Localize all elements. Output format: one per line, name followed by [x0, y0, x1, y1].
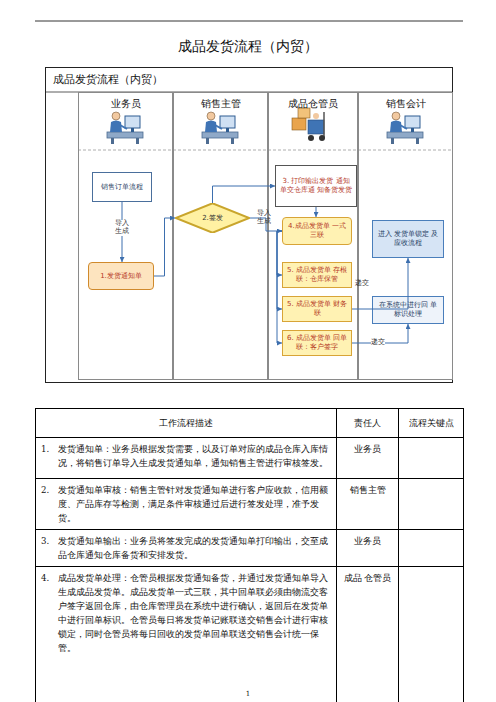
node-text: 6. 成品发货单 回单联：客户签字 [286, 334, 348, 352]
connector-label: 递交 [355, 280, 369, 288]
process-box: 进入 发货单锁定 及应收流程 [372, 220, 444, 258]
process-box: 5. 成品发货单 存根联：仓库保管 [282, 262, 352, 288]
lane-title: 销售主管 [174, 98, 267, 111]
node-text: 进入 发货单锁定 及应收流程 [376, 230, 440, 248]
table-row: 3.发货通知单输出：业务员将签发完成的发货通知单打印输出，交至成品仓库通知仓库备… [36, 530, 464, 567]
node-text: 5. 成品发货单 财务联 [286, 300, 348, 318]
page-number: 1 [0, 690, 496, 698]
step-description: 发货通知单：业务员根据发货需要，以及订单对应的成品仓库入库情况，将销售订单导入生… [58, 442, 331, 470]
node-text: 在系统中进行回 单标识处理 [376, 301, 440, 319]
responsible-cell: 销售主管 [337, 479, 399, 530]
swimlane: 销售会计进入 发货单锁定 及应收流程在系统中进行回 单标识处理 [358, 92, 453, 380]
table-row: 1.发货通知单：业务员根据发货需要，以及订单对应的成品仓库入库情况，将销售订单导… [36, 438, 464, 479]
step-number: 1. [41, 442, 58, 470]
table-row: 2.发货通知单审核：销售主管针对发货通知单进行客户应收款，信用额度、产品库存等检… [36, 479, 464, 530]
step-number: 2. [41, 483, 58, 525]
numbered-item: 1.发货通知单：业务员根据发货需要，以及订单对应的成品仓库入库情况，将销售订单导… [41, 442, 331, 470]
process-box: 5. 成品发货单 财务联 [282, 296, 352, 322]
connector-label: 导入 生成 [114, 220, 130, 236]
step-description: 成品发货单处理：仓管员根据发货通知备货，并通过发货通知单导入生成成品发货单。成品… [58, 571, 331, 655]
flow-connector [316, 207, 317, 217]
process-box: 6. 成品发货单 回单联：客户签字 [282, 330, 352, 356]
description-cell: 2.发货通知单审核：销售主管针对发货通知单进行客户应收款，信用额度、产品库存等检… [36, 479, 337, 530]
process-box: 在系统中进行回 单标识处理 [372, 296, 444, 324]
flow-connector [277, 231, 282, 309]
node-text: 5. 成品发货单 存根联：仓库保管 [286, 266, 348, 284]
connector-label: 导入 生成 [256, 210, 272, 226]
decision-diamond: 2.签发 [175, 203, 250, 233]
step-number: 3. [41, 534, 58, 562]
process-box: 4.成品发货单 一式三联 [282, 217, 352, 245]
header-text: 工作流程描述 [159, 418, 213, 428]
flow-connector [277, 231, 282, 343]
page-title: 成品发货流程（内贸） [0, 38, 496, 56]
table-header-cell: 工作流程描述 [36, 409, 337, 438]
description-cell: 4.成品发货单处理：仓管员根据发货通知备货，并通过发货通知单导入生成成品发货单。… [36, 567, 337, 702]
responsible-cell: 业务员 [337, 530, 399, 567]
key-point-cell [399, 438, 464, 479]
flow-connector [277, 231, 282, 275]
accountant-icon [387, 112, 423, 144]
process-box: 3. 打印输出发货 通知单交仓库通 知备货发货 [275, 165, 357, 207]
key-point-cell [399, 567, 464, 702]
flow-connector [213, 186, 276, 203]
numbered-item: 3.发货通知单输出：业务员将签发完成的发货通知单打印输出，交至成品仓库通知仓库备… [41, 534, 331, 562]
process-table: 工作流程描述 责任人 流程关键点 1.发货通知单：业务员根据发货需要，以及订单对应的成… [35, 408, 464, 702]
frame-heading: 成品发货流程（内贸） [53, 73, 163, 87]
key-point-cell [399, 479, 464, 530]
numbered-item: 4.成品发货单处理：仓管员根据发货通知备货，并通过发货通知单导入生成成品发货单。… [41, 571, 331, 655]
step-description: 发货通知单审核：销售主管针对发货通知单进行客户应收款，信用额度、产品库存等检测，… [58, 483, 331, 525]
table-header-cell: 流程关键点 [399, 409, 464, 438]
table-row: 4.成品发货单处理：仓管员根据发货通知备货，并通过发货通知单导入生成成品发货单。… [36, 567, 464, 702]
table-header-cell: 责任人 [337, 409, 399, 438]
diagram-frame: 成品发货流程（内贸） 业务员销售订单流程 1.发货通知单 销售主管 2.签发 成品仓管员 3… [45, 67, 453, 383]
flow-connector [352, 258, 408, 309]
step-number: 4. [41, 571, 58, 655]
swimlane: 成品仓管员 3. 打印输出发货 通知单交仓库通 知备货发货 4.成品发货单 一式三联… [268, 92, 358, 380]
clerk-icon [107, 112, 143, 144]
node-text: 4.成品发货单 一式三联 [286, 222, 348, 240]
responsible-person: 业务员 [354, 536, 381, 546]
lane-header-rule [78, 150, 453, 151]
manager-icon [202, 112, 238, 144]
responsible-person: 销售主管 [350, 485, 386, 495]
node-text: 1.发货通知单 [100, 272, 142, 281]
connector-label: 递交 [371, 339, 385, 347]
flow-connector [154, 218, 175, 276]
lane-title: 业务员 [79, 98, 172, 111]
lane-title: 销售会计 [359, 98, 452, 111]
step-description: 发货通知单输出：业务员将签发完成的发货通知单打印输出，交至成品仓库通知仓库备货和… [58, 534, 331, 562]
table-header-row: 工作流程描述 责任人 流程关键点 [36, 409, 464, 438]
process-box: 1.发货通知单 [88, 262, 154, 290]
swimlane: 业务员销售订单流程 1.发货通知单 [78, 92, 173, 380]
responsible-person: 成品 仓管员 [344, 573, 392, 583]
process-box: 销售订单流程 [92, 172, 152, 202]
responsible-person: 业务员 [354, 444, 381, 454]
top-rule [35, 21, 463, 22]
node-text: 3. 打印输出发货 通知单交仓库通 知备货发货 [279, 177, 353, 195]
header-text: 流程关键点 [409, 418, 454, 428]
description-cell: 1.发货通知单：业务员根据发货需要，以及订单对应的成品仓库入库情况，将销售订单导… [36, 438, 337, 479]
node-text: 2.签发 [202, 214, 223, 223]
warehouse-icon [292, 108, 325, 141]
responsible-cell: 业务员 [337, 438, 399, 479]
description-cell: 3.发货通知单输出：业务员将签发完成的发货通知单打印输出，交至成品仓库通知仓库备… [36, 530, 337, 567]
header-text: 责任人 [354, 418, 381, 428]
diamond-shape [176, 203, 250, 232]
node-text: 销售订单流程 [101, 183, 143, 192]
lane-title: 成品仓管员 [269, 98, 357, 111]
numbered-item: 2.发货通知单审核：销售主管针对发货通知单进行客户应收款，信用额度、产品库存等检… [41, 483, 331, 525]
key-point-cell [399, 530, 464, 567]
swimlane: 销售主管 2.签发 [173, 92, 268, 380]
responsible-cell: 成品 仓管员 [337, 567, 399, 702]
